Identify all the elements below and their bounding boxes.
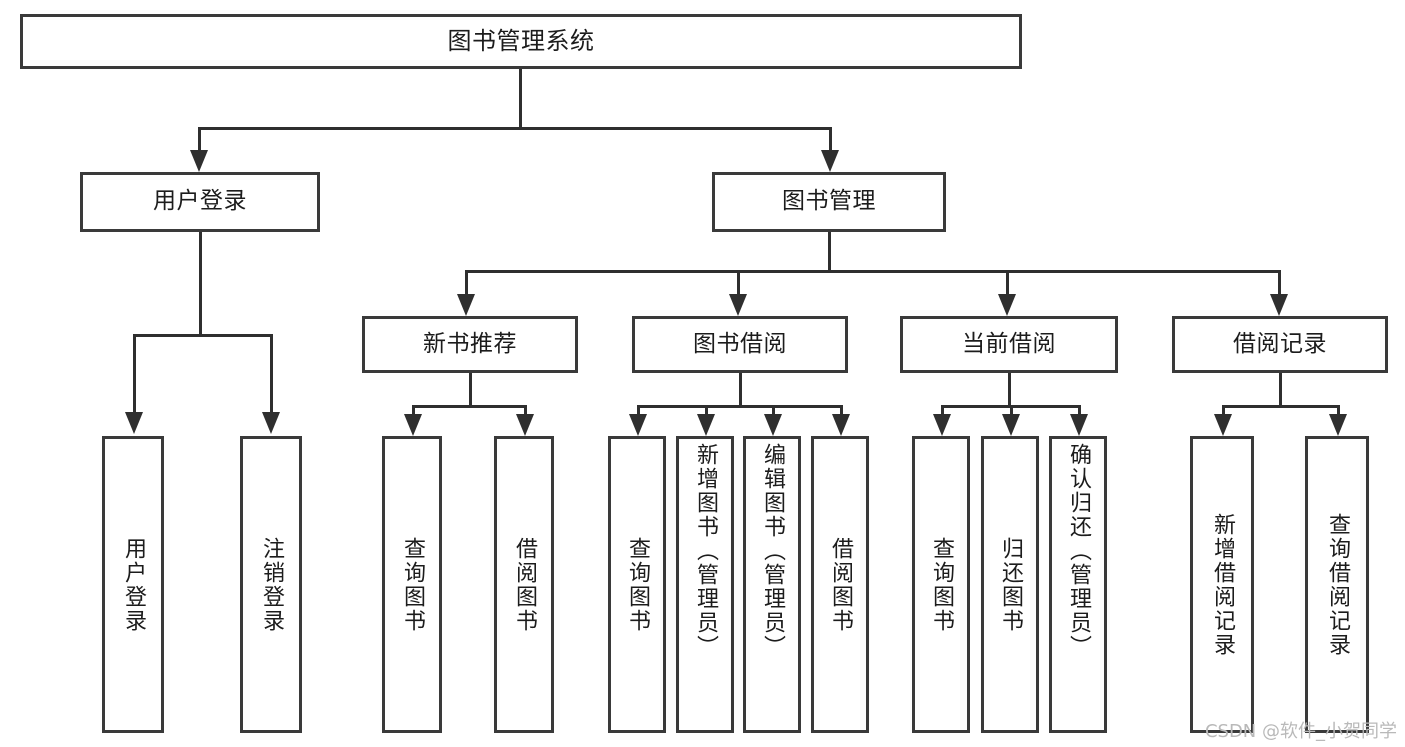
node-book-management[interactable]: 图书管理 bbox=[712, 172, 946, 232]
arrow-book-borrow-to-leaf-1 bbox=[629, 414, 647, 436]
connector-book-manage-bus bbox=[465, 270, 1281, 273]
node-label: 注销登录 bbox=[259, 536, 284, 633]
connector-borrow-record-stem bbox=[1279, 373, 1282, 407]
arrow-current-borrow-to-leaf-1 bbox=[933, 414, 951, 436]
connector-book-manage-stem bbox=[828, 232, 831, 272]
connector-root-to-user-login bbox=[198, 127, 201, 152]
node-label: 新增图书（管理员） bbox=[693, 443, 718, 659]
leaf-book-borrow-borrow-book[interactable]: 借阅图书 bbox=[811, 436, 869, 733]
leaf-user-login-login[interactable]: 用户登录 bbox=[102, 436, 164, 733]
connector-user-login-bus bbox=[133, 334, 273, 337]
connector-borrow-record-to-leaf-2 bbox=[1337, 405, 1340, 417]
node-label: 查询图书 bbox=[625, 536, 650, 633]
arrow-book-borrow-to-leaf-2 bbox=[697, 414, 715, 436]
arrow-current-borrow-to-leaf-2 bbox=[1002, 414, 1020, 436]
connector-book-borrow-to-leaf-3 bbox=[772, 405, 775, 417]
arrow-root-to-user-login bbox=[190, 150, 208, 172]
leaf-book-borrow-edit-book-admin[interactable]: 编辑图书（管理员） bbox=[743, 436, 801, 733]
connector-new-book-to-leaf-1 bbox=[412, 405, 415, 417]
arrow-user-login-to-leaf-1 bbox=[125, 412, 143, 434]
node-label: 归还图书 bbox=[998, 536, 1023, 633]
connector-new-book-stem bbox=[469, 373, 472, 407]
connector-book-borrow-to-leaf-2 bbox=[705, 405, 708, 417]
arrow-borrow-record-to-leaf-1 bbox=[1214, 414, 1232, 436]
connector-current-borrow-stem bbox=[1008, 373, 1011, 407]
connector-book-borrow-stem bbox=[739, 373, 742, 407]
node-current-borrow[interactable]: 当前借阅 bbox=[900, 316, 1118, 373]
connector-borrow-record-to-leaf-1 bbox=[1222, 405, 1225, 417]
node-label: 当前借阅 bbox=[962, 330, 1056, 357]
node-label: 用户登录 bbox=[121, 536, 146, 633]
arrow-book-borrow-to-leaf-4 bbox=[832, 414, 850, 436]
arrow-book-borrow-to-leaf-3 bbox=[764, 414, 782, 436]
arrow-user-login-to-leaf-2 bbox=[262, 412, 280, 434]
connector-root-bus bbox=[198, 127, 832, 130]
arrow-new-book-to-leaf-2 bbox=[516, 414, 534, 436]
leaf-user-login-logout[interactable]: 注销登录 bbox=[240, 436, 302, 733]
connector-current-borrow-to-leaf-1 bbox=[941, 405, 944, 417]
arrow-book-manage-to-current bbox=[998, 294, 1016, 316]
connector-user-login-to-leaf-2 bbox=[270, 334, 273, 414]
node-label: 借阅记录 bbox=[1233, 330, 1327, 357]
node-label: 确认归还（管理员） bbox=[1066, 443, 1091, 659]
node-label: 新书推荐 bbox=[423, 330, 517, 357]
connector-book-manage-to-record bbox=[1278, 270, 1281, 298]
connector-book-manage-to-current bbox=[1006, 270, 1009, 298]
connector-user-login-to-leaf-1 bbox=[133, 334, 136, 414]
node-label: 借阅图书 bbox=[828, 536, 853, 633]
arrow-borrow-record-to-leaf-2 bbox=[1329, 414, 1347, 436]
node-label: 图书借阅 bbox=[693, 330, 787, 357]
node-label: 查询借阅记录 bbox=[1325, 512, 1350, 657]
connector-book-manage-to-new-book bbox=[465, 270, 468, 298]
node-label: 新增借阅记录 bbox=[1210, 512, 1235, 657]
connector-root-to-book-manage bbox=[829, 127, 832, 152]
leaf-borrow-record-add-record[interactable]: 新增借阅记录 bbox=[1190, 436, 1254, 733]
arrow-book-manage-to-record bbox=[1270, 294, 1288, 316]
arrow-root-to-book-manage bbox=[821, 150, 839, 172]
connector-user-login-stem bbox=[199, 232, 202, 336]
arrow-book-manage-to-new-book bbox=[457, 294, 475, 316]
connector-book-borrow-bus bbox=[637, 405, 843, 408]
leaf-current-borrow-query-book[interactable]: 查询图书 bbox=[912, 436, 970, 733]
node-book-borrow[interactable]: 图书借阅 bbox=[632, 316, 848, 373]
connector-new-book-to-leaf-2 bbox=[524, 405, 527, 417]
connector-current-borrow-to-leaf-2 bbox=[1010, 405, 1013, 417]
node-label: 查询图书 bbox=[929, 536, 954, 633]
leaf-new-book-query-book[interactable]: 查询图书 bbox=[382, 436, 442, 733]
arrow-new-book-to-leaf-1 bbox=[404, 414, 422, 436]
node-root-library-system[interactable]: 图书管理系统 bbox=[20, 14, 1022, 69]
connector-borrow-record-bus bbox=[1222, 405, 1340, 408]
connector-book-borrow-to-leaf-1 bbox=[637, 405, 640, 417]
leaf-current-borrow-return-book[interactable]: 归还图书 bbox=[981, 436, 1039, 733]
leaf-book-borrow-add-book-admin[interactable]: 新增图书（管理员） bbox=[676, 436, 734, 733]
node-label: 图书管理 bbox=[782, 188, 876, 215]
node-user-login[interactable]: 用户登录 bbox=[80, 172, 320, 232]
leaf-current-borrow-confirm-return-admin[interactable]: 确认归还（管理员） bbox=[1049, 436, 1107, 733]
arrow-current-borrow-to-leaf-3 bbox=[1070, 414, 1088, 436]
node-label: 用户登录 bbox=[153, 188, 247, 215]
connector-book-borrow-to-leaf-4 bbox=[840, 405, 843, 417]
arrow-book-manage-to-borrow bbox=[729, 294, 747, 316]
connector-book-manage-to-borrow bbox=[737, 270, 740, 298]
node-label: 查询图书 bbox=[400, 536, 425, 633]
leaf-book-borrow-query-book[interactable]: 查询图书 bbox=[608, 436, 666, 733]
watermark-text: CSDN @软件_小贺同学 bbox=[1204, 721, 1397, 742]
node-new-book-recommend[interactable]: 新书推荐 bbox=[362, 316, 578, 373]
connector-current-borrow-to-leaf-3 bbox=[1078, 405, 1081, 417]
node-label: 编辑图书（管理员） bbox=[760, 443, 785, 659]
connector-new-book-bus bbox=[412, 405, 527, 408]
node-label: 借阅图书 bbox=[512, 536, 537, 633]
node-borrow-record[interactable]: 借阅记录 bbox=[1172, 316, 1388, 373]
node-label: 图书管理系统 bbox=[447, 27, 595, 56]
leaf-new-book-borrow-book[interactable]: 借阅图书 bbox=[494, 436, 554, 733]
leaf-borrow-record-query-record[interactable]: 查询借阅记录 bbox=[1305, 436, 1369, 733]
connector-root-stem bbox=[519, 69, 522, 127]
